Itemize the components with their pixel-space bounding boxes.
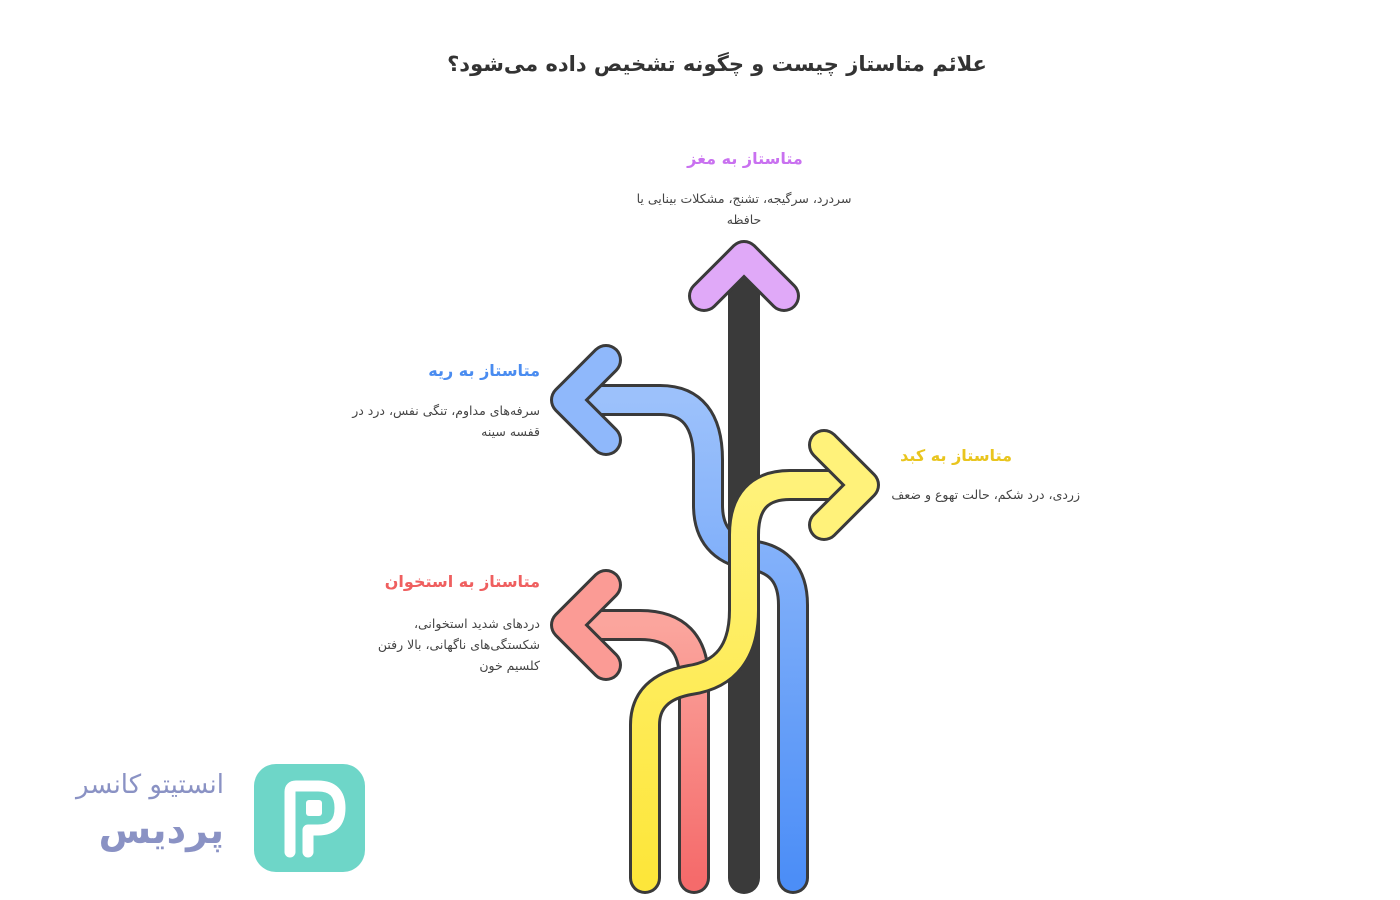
liver-heading: متاستاز به کبد	[900, 446, 1012, 465]
pardis-logo-mark	[254, 764, 365, 872]
liver-description: زردی، درد شکم، حالت تهوع و ضعف	[891, 487, 1080, 502]
logo-line1: انستیتو کانسر	[76, 770, 224, 800]
logo-line2: پردیس	[98, 808, 224, 852]
lung-arrow	[550, 344, 809, 894]
lung-description: سرفه‌های مداوم، تنگی نفس، درد در قفسه سی…	[352, 403, 540, 439]
brain-heading: متاستاز به مغز	[687, 149, 803, 168]
brain-description: سردرد، سرگیجه، تشنج، مشکلات بینایی یا حا…	[636, 191, 852, 227]
page-title: علائم متاستاز چیست و چگونه تشخیص داده می…	[447, 52, 987, 76]
bone-heading: متاستاز به استخوان	[384, 572, 540, 591]
bone-description: دردهای شدید استخوانی، شکستگی‌های ناگهانی…	[377, 616, 540, 673]
logo: انستیتو کانسر پردیس	[42, 762, 372, 877]
liver-arrow	[629, 429, 880, 894]
lung-heading: متاستاز به ریه	[428, 361, 540, 380]
